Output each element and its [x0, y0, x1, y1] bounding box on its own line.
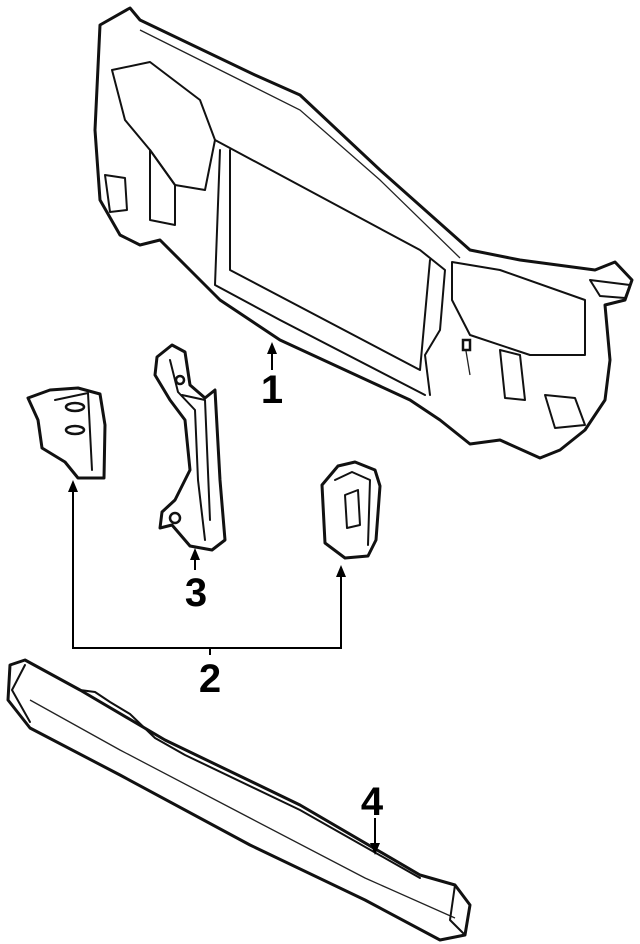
right-bracket-part: [320, 460, 382, 560]
radiator-support-part: [93, 6, 634, 460]
left-bracket-part: [26, 386, 107, 480]
callout-1-label: 1: [261, 368, 283, 412]
callout-3-label: 3: [185, 571, 207, 615]
callout-3-leader: [190, 548, 200, 570]
callout-2-leader: [68, 480, 346, 655]
center-bracket-part: [153, 343, 227, 552]
callout-2-label: 2: [199, 657, 221, 701]
callout-4-leader: [370, 818, 380, 855]
callout-4-label: 4: [361, 780, 384, 824]
callout-1-leader: [267, 342, 277, 370]
lower-tie-bar-part: [6, 658, 472, 942]
